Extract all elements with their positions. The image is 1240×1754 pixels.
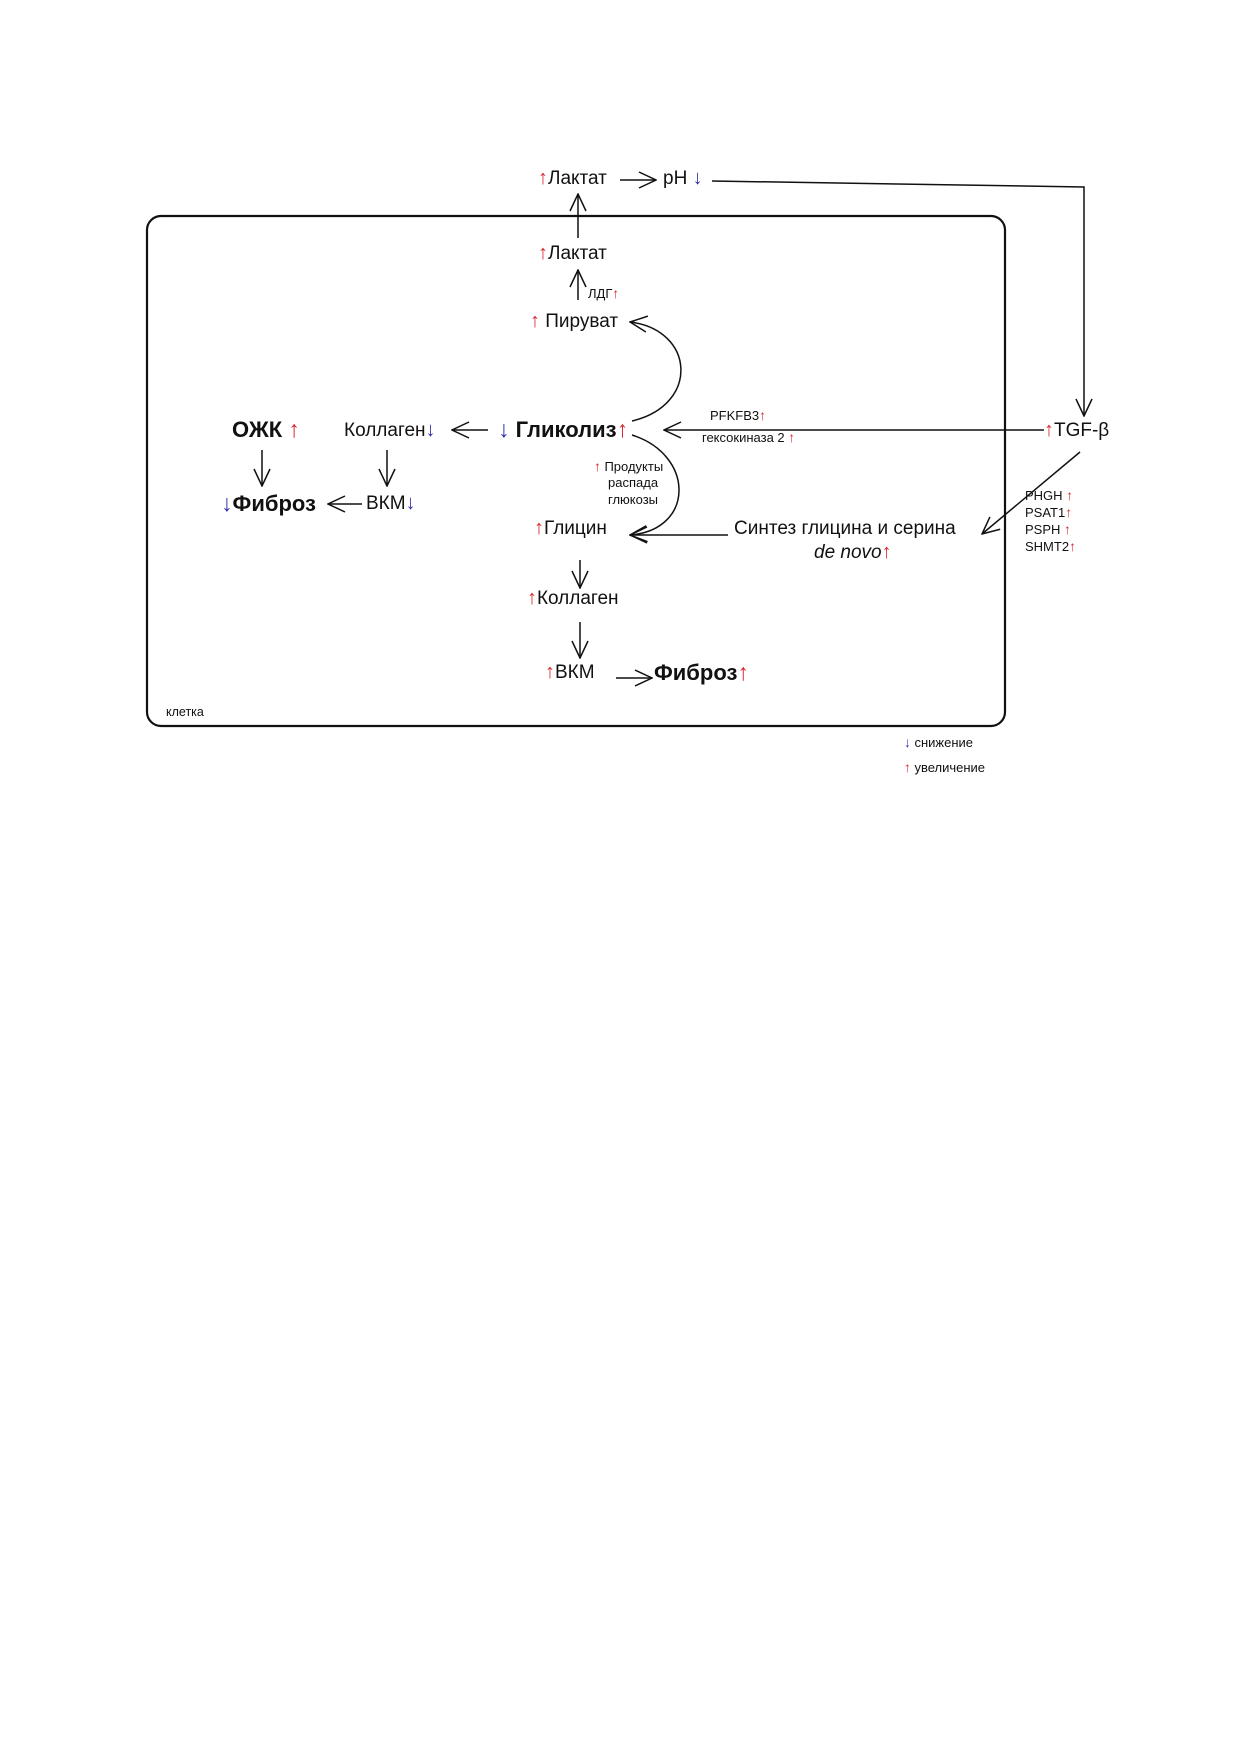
vkm-left-label: ВКМ: [366, 493, 406, 514]
legend-decrease: ↓ снижение: [904, 736, 973, 750]
enzyme-phgh: PHGH ↑: [1025, 488, 1074, 503]
ozhk-label: ОЖК: [232, 417, 283, 442]
hexokinase2-enzyme: гексокиназа 2 ↑: [702, 431, 795, 445]
down-arrow-icon: ↓: [904, 735, 911, 750]
pyruvate-node: ↑ Пируват: [530, 310, 619, 332]
lactate-extracellular-label: Лактат: [547, 168, 607, 189]
glycine-label: Глицин: [543, 518, 607, 539]
synthesis-de-novo: de novo↑: [814, 541, 892, 563]
lactate-intracellular-label: Лактат: [547, 243, 607, 264]
legend-decrease-label: снижение: [914, 735, 973, 750]
legend-increase-label: увеличение: [914, 760, 986, 775]
tgfb-label: TGF-β: [1053, 420, 1110, 441]
lactate-extracellular: ↑Лактат: [538, 167, 607, 189]
collagen-bottom-label: Коллаген: [536, 588, 619, 609]
pfkfb3-enzyme: PFKFB3↑: [710, 409, 766, 423]
glucose-products-line1: Продукты: [604, 459, 664, 474]
fibrosis-bottom-node: Фиброз↑: [654, 659, 749, 685]
arrow-tgfb-to-synthesis: [982, 451, 1081, 534]
up-arrow-icon: ↑: [545, 661, 555, 683]
enzyme-shmt2: SHMT2↑: [1025, 539, 1076, 554]
cell-label: клетка: [166, 705, 204, 719]
legend-increase: ↑ увеличение: [904, 761, 985, 775]
fibrosis-left-label: Фиброз: [232, 491, 316, 516]
down-arrow-icon: ↓: [425, 419, 436, 441]
vkm-bottom-label: ВКМ: [554, 662, 595, 683]
glucose-products-line3: глюкозы: [608, 491, 659, 507]
up-arrow-icon: ↑: [538, 242, 548, 264]
ldh-label: ЛДГ: [588, 286, 613, 301]
tgfb-node: ↑TGF-β: [1044, 419, 1110, 441]
hexokinase2-label: гексокиназа 2: [702, 430, 785, 445]
up-arrow-icon: ↑: [1065, 505, 1073, 520]
up-arrow-icon: ↑: [534, 517, 544, 539]
up-arrow-icon: ↑: [612, 286, 620, 301]
up-arrow-icon: ↑: [1064, 522, 1071, 537]
synthesis-enzymes: PHGH ↑ PSAT1↑ PSPH ↑ SHMT2↑: [1025, 487, 1076, 555]
glycolysis-node: ↓ Гликолиз↑: [498, 416, 629, 442]
lactate-intracellular: ↑Лактат: [538, 242, 607, 264]
up-arrow-icon: ↑: [737, 659, 749, 685]
ozhk-node: ОЖК ↑: [232, 416, 300, 442]
glucose-products-line2: распада: [608, 475, 659, 491]
up-arrow-icon: ↑: [1044, 419, 1054, 441]
up-arrow-icon: ↑: [527, 587, 537, 609]
ldh-enzyme: ЛДГ↑: [588, 287, 619, 301]
up-arrow-icon: ↑: [788, 430, 796, 445]
glycolysis-label: Гликолиз: [515, 417, 617, 442]
vkm-left-node: ВКМ↓: [366, 492, 416, 514]
vkm-bottom-node: ↑ВКМ: [545, 661, 595, 683]
de-novo-label: de novo: [814, 542, 882, 563]
enzyme-psat1: PSAT1↑: [1025, 505, 1073, 520]
glucose-products: ↑ Продукты распада глюкозы: [594, 458, 663, 508]
arrow-ph-to-tgfb: [711, 180, 1084, 416]
pfkfb3-label: PFKFB3: [710, 408, 760, 423]
glycine-node: ↑Глицин: [534, 517, 607, 539]
down-arrow-icon: ↓: [692, 167, 703, 189]
fibrosis-left-node: ↓Фиброз: [221, 490, 316, 516]
cell-boundary: [145, 214, 1007, 728]
up-arrow-icon: ↑: [904, 760, 911, 775]
fibrosis-bottom-label: Фиброз: [654, 660, 738, 685]
ph-label: pH: [663, 168, 688, 189]
down-arrow-icon: ↓: [498, 416, 510, 442]
arrow-glycolysis-to-pyruvate: [630, 322, 682, 422]
up-arrow-icon: ↑: [530, 310, 540, 332]
up-arrow-icon: ↑: [881, 541, 892, 563]
up-arrow-icon: ↑: [538, 167, 548, 189]
up-arrow-icon: ↑: [759, 408, 766, 423]
arrow-glycolysis-to-glycine: [630, 434, 680, 535]
collagen-left-label: Коллаген: [344, 420, 426, 441]
ph-node: pH ↓: [663, 167, 703, 189]
synthesis-title: Синтез глицина и серина: [734, 518, 956, 539]
down-arrow-icon: ↓: [405, 492, 416, 514]
down-arrow-icon: ↓: [221, 490, 233, 516]
up-arrow-icon: ↑: [1066, 488, 1074, 503]
up-arrow-icon: ↑: [594, 459, 601, 474]
up-arrow-icon: ↑: [616, 416, 629, 442]
up-arrow-icon: ↑: [1069, 539, 1076, 554]
pyruvate-label: Пируват: [545, 311, 619, 332]
up-arrow-icon: ↑: [288, 416, 300, 442]
enzyme-psph: PSPH ↑: [1025, 522, 1071, 537]
collagen-left-node: Коллаген↓: [344, 419, 436, 441]
collagen-bottom-node: ↑Коллаген: [527, 587, 619, 609]
